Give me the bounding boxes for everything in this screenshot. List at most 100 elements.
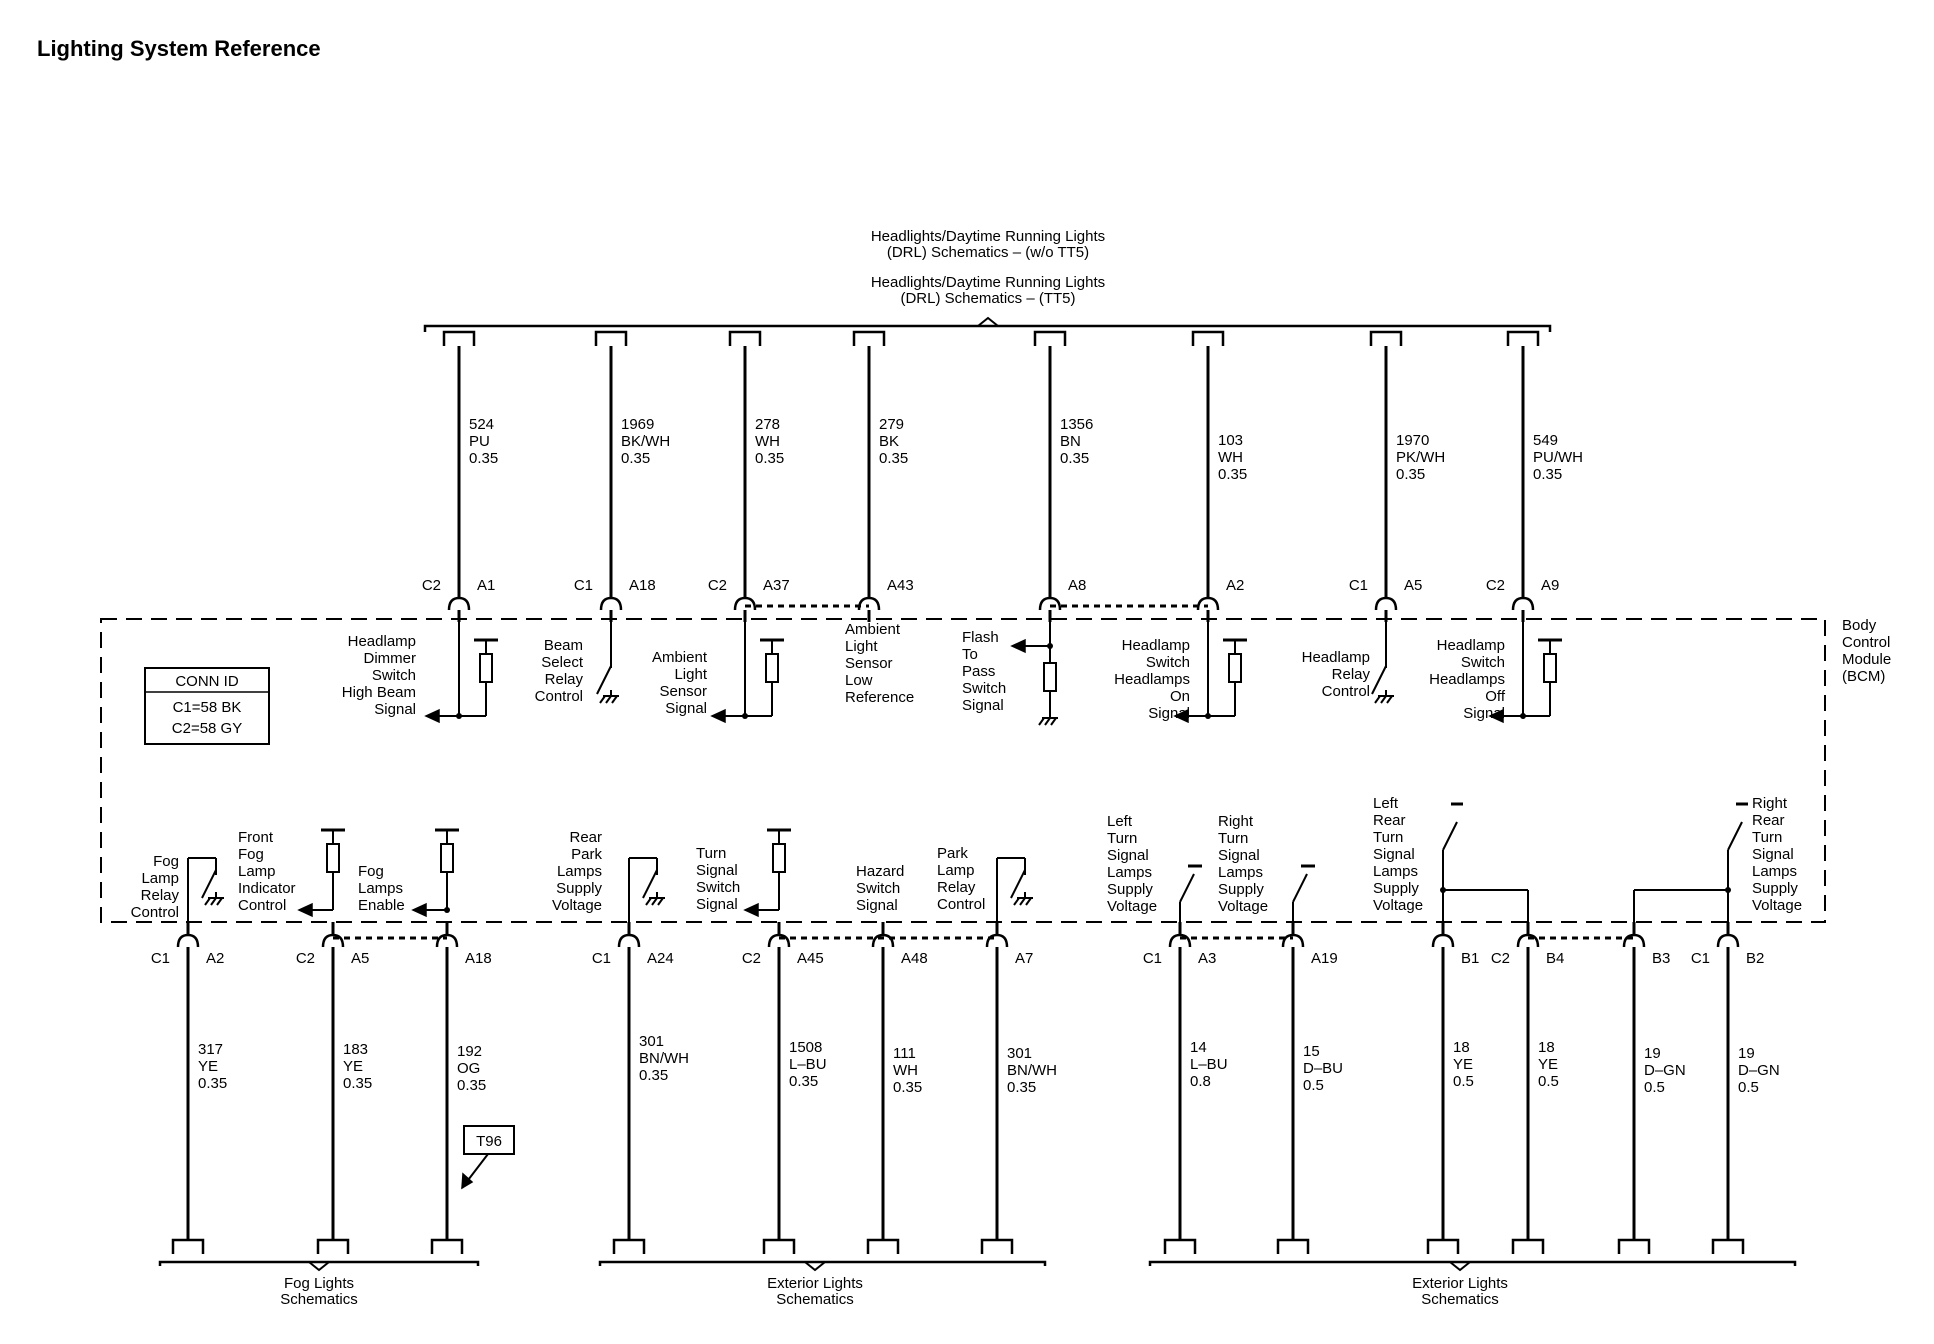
bottom-connector bbox=[176, 933, 200, 948]
bottom-bracket-notch bbox=[308, 1261, 330, 1272]
pullup-resistor bbox=[765, 653, 779, 683]
park-supply-switch bbox=[642, 869, 658, 899]
wire-circuit: 549 bbox=[1533, 432, 1558, 449]
function-label: Switch bbox=[962, 680, 1006, 697]
ground-symbol bbox=[204, 897, 211, 906]
function-label: Supply bbox=[1752, 880, 1798, 897]
function-label: Switch bbox=[372, 667, 416, 684]
wire-gauge: 0.35 bbox=[879, 450, 908, 467]
function-label: Left bbox=[1107, 813, 1133, 830]
relay-switch bbox=[596, 665, 612, 695]
function-label: Voltage bbox=[1373, 897, 1423, 914]
conn-id-row: C1=58 BK bbox=[173, 699, 242, 716]
function-label: Signal bbox=[1218, 847, 1260, 864]
bcm-label: Module bbox=[1842, 651, 1891, 668]
function-label: Light bbox=[845, 638, 878, 655]
wire-gauge: 0.35 bbox=[1007, 1079, 1036, 1096]
signal-arrow bbox=[710, 708, 726, 724]
signal-arrow bbox=[1173, 708, 1189, 724]
function-label: Signal bbox=[1107, 847, 1149, 864]
pullup-resistor bbox=[1543, 653, 1557, 683]
function-label: Dimmer bbox=[364, 650, 417, 667]
function-label: Rear bbox=[569, 829, 602, 846]
bottom-terminal bbox=[171, 1238, 205, 1254]
wire-color: BK/WH bbox=[621, 433, 670, 450]
wire-color: BK bbox=[879, 433, 899, 450]
ground-symbol bbox=[1019, 897, 1026, 906]
group-label: Schematics bbox=[280, 1291, 358, 1308]
bottom-terminal bbox=[762, 1238, 796, 1254]
bottom-terminal bbox=[1276, 1238, 1310, 1254]
conn-name: C2 bbox=[1491, 950, 1510, 967]
ground-symbol bbox=[1044, 717, 1051, 726]
top-connector bbox=[1196, 596, 1220, 611]
function-label: Signal bbox=[696, 862, 738, 879]
conn-id-box bbox=[144, 667, 270, 745]
bottom-terminal bbox=[1711, 1238, 1745, 1254]
wire-circuit: 14 bbox=[1190, 1039, 1207, 1056]
function-label: Turn bbox=[696, 845, 726, 862]
function-label: Voltage bbox=[1218, 898, 1268, 915]
junction-dot bbox=[1205, 713, 1211, 719]
wire-gauge: 0.5 bbox=[1738, 1079, 1759, 1096]
internal-wire bbox=[1179, 873, 1195, 903]
wire-color: BN bbox=[1060, 433, 1081, 450]
wire-circuit: 524 bbox=[469, 416, 494, 433]
bottom-connector bbox=[1716, 933, 1740, 948]
function-label: Park bbox=[571, 846, 602, 863]
top-title: (DRL) Schematics – (TT5) bbox=[900, 290, 1075, 307]
function-label: Supply bbox=[556, 880, 602, 897]
wire-circuit: 301 bbox=[1007, 1045, 1032, 1062]
bottom-terminal bbox=[1163, 1238, 1197, 1254]
function-label: Signal bbox=[1373, 846, 1415, 863]
function-label: Hazard bbox=[856, 863, 904, 880]
top-title: Headlights/Daytime Running Lights bbox=[871, 274, 1105, 291]
function-label: Headlamps bbox=[1429, 671, 1505, 688]
function-label: Signal bbox=[374, 701, 416, 718]
internal-wire bbox=[1727, 821, 1743, 851]
ground-symbol bbox=[1374, 695, 1381, 704]
top-bracket-notch bbox=[977, 316, 999, 327]
pin-name: A43 bbox=[887, 577, 914, 594]
function-label: Supply bbox=[1218, 881, 1264, 898]
bottom-bracket bbox=[598, 1260, 1047, 1266]
top-terminal bbox=[1369, 330, 1403, 346]
wire-gauge: 0.8 bbox=[1190, 1073, 1211, 1090]
bottom-connector bbox=[767, 933, 791, 948]
pin-name: A5 bbox=[351, 950, 369, 967]
function-label: Headlamp bbox=[1302, 649, 1370, 666]
pin-name: A48 bbox=[901, 950, 928, 967]
function-label: Left bbox=[1373, 795, 1399, 812]
signal-arrow bbox=[297, 902, 313, 918]
top-connector bbox=[733, 596, 757, 611]
wire-color: D–GN bbox=[1738, 1062, 1780, 1079]
wire-gauge: 0.5 bbox=[1644, 1079, 1665, 1096]
wire-color: YE bbox=[1538, 1056, 1558, 1073]
wire-color: D–GN bbox=[1644, 1062, 1686, 1079]
ground-symbol bbox=[1386, 695, 1393, 704]
function-label: Lamps bbox=[1752, 863, 1797, 880]
function-label: Right bbox=[1752, 795, 1788, 812]
pin-name: A1 bbox=[477, 577, 495, 594]
wire-gauge: 0.35 bbox=[1060, 450, 1089, 467]
wire-color: L–BU bbox=[1190, 1056, 1228, 1073]
function-label: Front bbox=[238, 829, 274, 846]
wire-color: YE bbox=[343, 1058, 363, 1075]
pin-name: A24 bbox=[647, 950, 674, 967]
bottom-connector bbox=[871, 933, 895, 948]
function-label: Off bbox=[1485, 688, 1506, 705]
ground-symbol bbox=[216, 897, 223, 906]
wire-gauge: 0.5 bbox=[1538, 1073, 1559, 1090]
wire-circuit: 1356 bbox=[1060, 416, 1093, 433]
conn-id-title: CONN ID bbox=[175, 673, 239, 690]
bottom-connector bbox=[617, 933, 641, 948]
bottom-terminal bbox=[866, 1238, 900, 1254]
function-label: Supply bbox=[1107, 881, 1153, 898]
top-bracket bbox=[423, 324, 1552, 332]
callout-label: T96 bbox=[476, 1133, 502, 1150]
function-label: Turn bbox=[1107, 830, 1137, 847]
park-relay-switch bbox=[1010, 869, 1026, 899]
junction-dot bbox=[1440, 887, 1446, 893]
pin-name: A2 bbox=[1226, 577, 1244, 594]
pin-name: A19 bbox=[1311, 950, 1338, 967]
